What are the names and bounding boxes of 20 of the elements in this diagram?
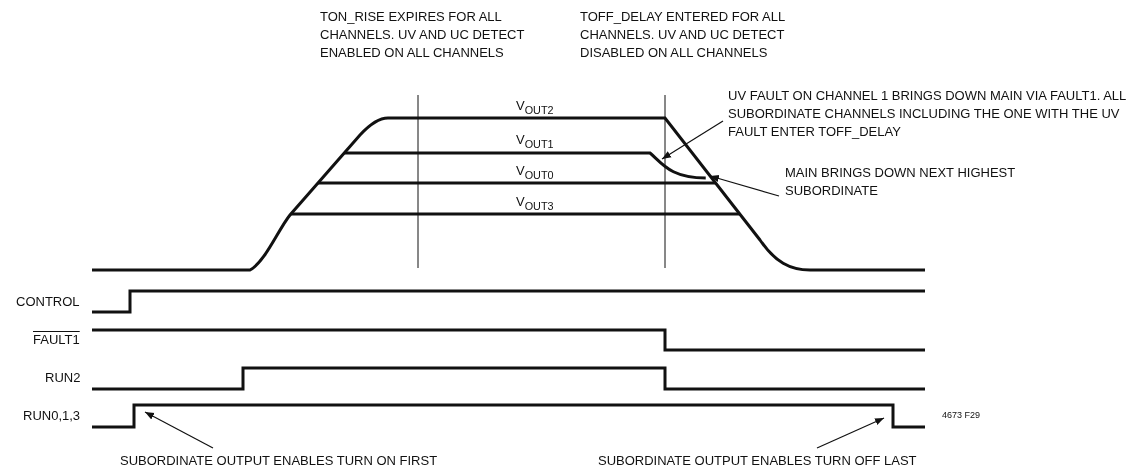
waveform (92, 403, 925, 429)
callout-text: UV FAULT ON CHANNEL 1 BRINGS DOWN MAIN VIA FAULT1. ALL SUBORDINATE CHANNELS INCLUDING THE ONE WITH THE UV FAULT ENTER TOFF_DELAY (728, 87, 1140, 141)
annotation-text: TON_RISE EXPIRES FOR ALL CHANNELS. UV AND UC DETECT ENABLED ON ALL CHANNELS (320, 8, 525, 62)
signal-label: RUN2 (45, 369, 81, 387)
callout-text: SUBORDINATE OUTPUT ENABLES TURN OFF LAST (598, 452, 917, 470)
annotation-text: TOFF_DELAY ENTERED FOR ALL CHANNELS. UV AND UC DETECT DISABLED ON ALL CHANNELS (580, 8, 786, 62)
callout-text: SUBORDINATE OUTPUT ENABLES TURN ON FIRST (120, 452, 438, 470)
figure-number: 4673 F29 (942, 409, 981, 421)
signal-label: V$_{OUT1}$ (516, 131, 554, 152)
callout-text: MAIN BRINGS DOWN NEXT HIGHEST SUBORDINATE (785, 164, 1015, 200)
leader-arrow (661, 120, 724, 160)
signal-label: V$_{OUT3}$ (516, 193, 554, 214)
leader-arrow (816, 417, 885, 449)
signal-label: RUN0,1,3 (23, 407, 81, 425)
signal-label: V$_{OUT2}$ (516, 97, 554, 118)
leader-arrow (709, 175, 780, 197)
signal-label: FAULT1 (33, 331, 80, 349)
signal-label: CONTROL (16, 293, 80, 311)
signal-label: V$_{OUT0}$ (516, 162, 554, 183)
leader-arrow (144, 411, 214, 449)
